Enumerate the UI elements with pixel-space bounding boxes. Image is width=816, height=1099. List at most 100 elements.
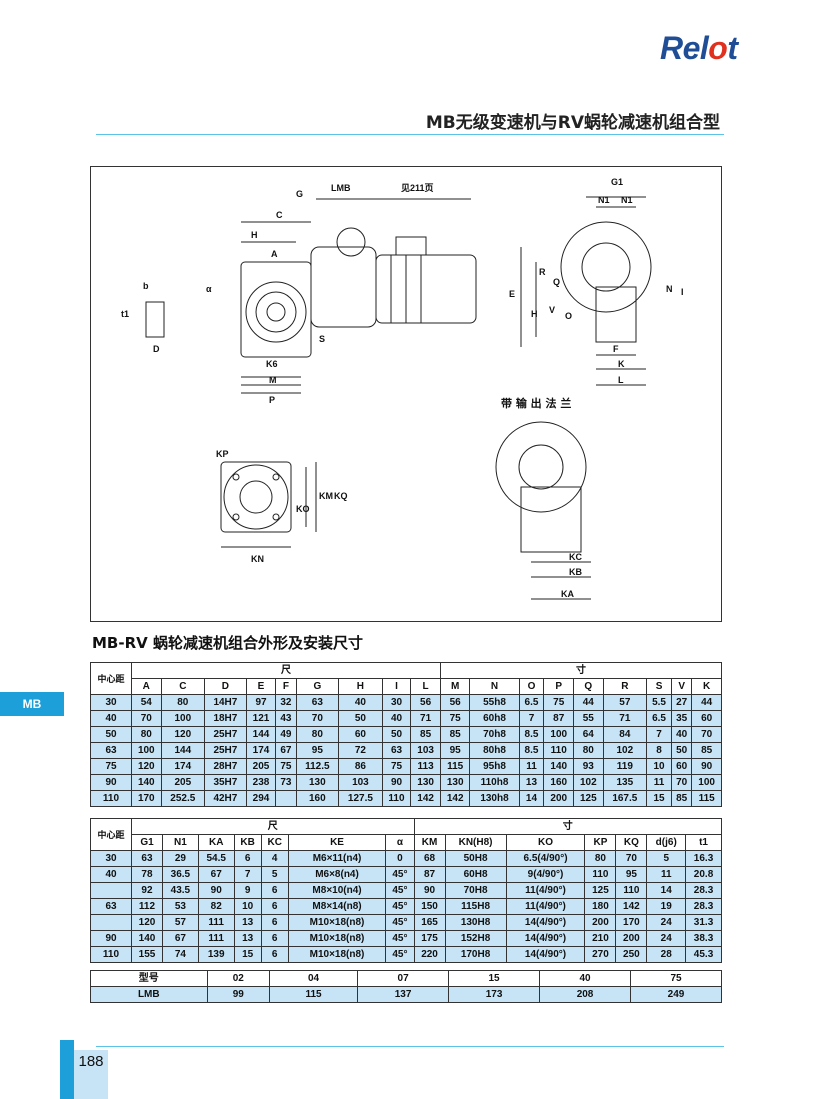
table-cell: 119	[602, 758, 648, 775]
column-header: KM	[413, 834, 446, 851]
table-cell: 25H7	[204, 726, 247, 743]
table-cell: 5	[646, 850, 687, 867]
table-cell: M10×18(n8)	[287, 946, 387, 963]
table-cell: 155	[131, 946, 163, 963]
table-cell: 45°	[385, 866, 415, 883]
table-cell: 8	[646, 742, 673, 759]
table-cell: 252.5	[160, 790, 206, 807]
column-header: V	[671, 678, 693, 695]
table-cell: 80	[573, 742, 604, 759]
table-corner: 中心距	[90, 818, 132, 851]
table-cell: M10×18(n8)	[287, 914, 387, 931]
dim-label: V	[549, 305, 555, 315]
column-header: D	[204, 678, 247, 695]
dim-label: F	[613, 344, 619, 354]
dim-label: I	[681, 287, 684, 297]
table-cell: 0	[385, 850, 415, 867]
row-header: 40	[90, 866, 132, 883]
table-cell: 45°	[385, 946, 415, 963]
table-cell: 6	[260, 914, 289, 931]
dim-label: N	[666, 284, 673, 294]
table-cell: 130H8	[444, 914, 507, 931]
table-cell: 60h8	[469, 710, 520, 727]
table-cell: 102	[602, 742, 648, 759]
table-cell: 7	[518, 710, 545, 727]
column-header: P	[543, 678, 575, 695]
table-cell: 208	[539, 986, 632, 1003]
table-cell: 121	[245, 710, 277, 727]
table-cell: 130	[295, 774, 340, 791]
table-cell: 174	[160, 758, 206, 775]
table-cell: 80	[131, 726, 162, 743]
table-cell: 167.5	[602, 790, 648, 807]
table-cell: 8.5	[518, 742, 545, 759]
table-cell: 6	[233, 850, 262, 867]
table-cell: 140	[543, 758, 575, 775]
dim-label: 见211页	[401, 183, 434, 193]
table-cell: 70	[131, 710, 162, 727]
table-cell: 45°	[385, 930, 415, 947]
section-title: MB-RV 蜗轮减速机组合外形及安装尺寸	[92, 634, 363, 652]
table-cell: 75	[630, 970, 722, 987]
table-cell: 170	[615, 914, 648, 931]
table-cell: 110	[381, 790, 412, 807]
table-cell: 10	[233, 898, 262, 915]
table-cell: 68	[413, 850, 446, 867]
row-header	[90, 882, 132, 899]
table-cell: 150	[413, 898, 446, 915]
table-cell: 142	[439, 790, 471, 807]
column-header: KE	[287, 834, 387, 851]
column-header: O	[518, 678, 545, 695]
table-cell: 180	[584, 898, 617, 915]
row-header: 110	[90, 946, 132, 963]
table-cell: 13	[518, 774, 545, 791]
header-divider	[96, 134, 724, 135]
dim-label: KO	[296, 504, 310, 514]
dim-label: P	[269, 395, 275, 405]
column-header: G	[295, 678, 340, 695]
column-header: I	[381, 678, 412, 695]
table-cell: 86	[338, 758, 383, 775]
table-cell: 57	[161, 914, 199, 931]
dim-label: t1	[121, 309, 129, 319]
row-header: 75	[90, 758, 132, 775]
table-cell: 36.5	[161, 866, 199, 883]
table-cell: 139	[197, 946, 235, 963]
table-cell: 75	[275, 758, 297, 775]
table-cell: 220	[413, 946, 446, 963]
table-cell: 80h8	[469, 742, 520, 759]
table-cell: 9(4/90°)	[505, 866, 586, 883]
table-cell: 75	[381, 758, 412, 775]
table-cell: 6.5	[518, 694, 545, 711]
dim-label: L	[618, 375, 624, 385]
table-cell: 15	[646, 790, 673, 807]
column-header: KP	[584, 834, 617, 851]
row-header: 30	[90, 850, 132, 867]
table-cell: 110	[584, 866, 617, 883]
table-cell: 14	[646, 882, 687, 899]
table-cell: 93	[573, 758, 604, 775]
table-cell: 6	[260, 882, 289, 899]
table-cell: 112	[131, 898, 163, 915]
page-title: MB无级变速机与RV蜗轮减速机组合型	[425, 113, 720, 133]
table-cell: 45.3	[685, 946, 722, 963]
table-cell: 135	[602, 774, 648, 791]
group-header: 尺	[131, 662, 441, 679]
table-cell: 87	[543, 710, 575, 727]
table-cell: 137	[357, 986, 450, 1003]
table-cell: M6×11(n4)	[287, 850, 387, 867]
table-cell: 24	[646, 930, 687, 947]
table-cell: 7	[646, 726, 673, 743]
dim-label: N1	[621, 195, 633, 205]
table-cell: 84	[602, 726, 648, 743]
table-cell: 45°	[385, 914, 415, 931]
table-cell: 40	[671, 726, 693, 743]
table-cell: 11	[646, 866, 687, 883]
table-cell: 14(4/90°)	[505, 946, 586, 963]
table-cell: 73	[275, 774, 297, 791]
table-cell: 29	[161, 850, 199, 867]
